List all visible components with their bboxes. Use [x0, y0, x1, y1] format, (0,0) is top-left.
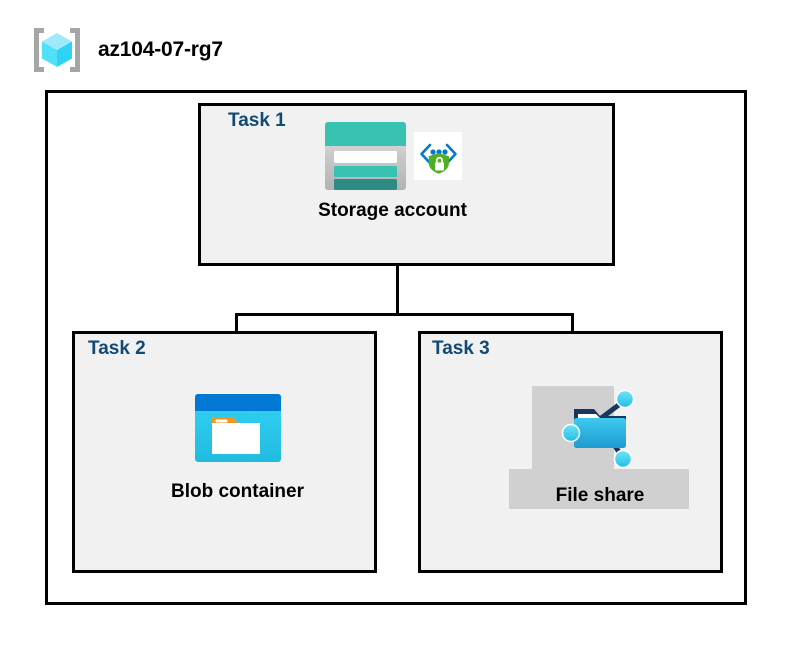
task-3-label: Task 3 [432, 338, 490, 359]
file-share-icon [556, 385, 644, 473]
resource-group-header: az104-07-rg7 [30, 25, 223, 75]
task-2-box [72, 331, 377, 573]
file-share-caption: File share [555, 485, 645, 506]
node-storage-account: Storage account [290, 118, 495, 222]
storage-account-icon-row [323, 118, 462, 194]
blob-container-icon [194, 393, 282, 463]
blob-container-caption: Blob container [170, 481, 304, 502]
file-share-label-backdrop [509, 469, 689, 509]
task-1-label: Task 1 [228, 110, 286, 131]
task-1-box [198, 103, 615, 266]
node-file-share: File share [500, 385, 700, 507]
storage-account-caption: Storage account [318, 200, 467, 221]
secure-endpoint-shield-icon [414, 132, 462, 180]
connector-horizontal-bus [235, 313, 574, 316]
resource-group-name: az104-07-rg7 [98, 38, 223, 61]
resource-group-cube-icon [30, 25, 84, 75]
node-blob-container: Blob container [150, 393, 325, 503]
storage-account-icon [323, 120, 408, 192]
task-2-label: Task 2 [88, 338, 146, 359]
